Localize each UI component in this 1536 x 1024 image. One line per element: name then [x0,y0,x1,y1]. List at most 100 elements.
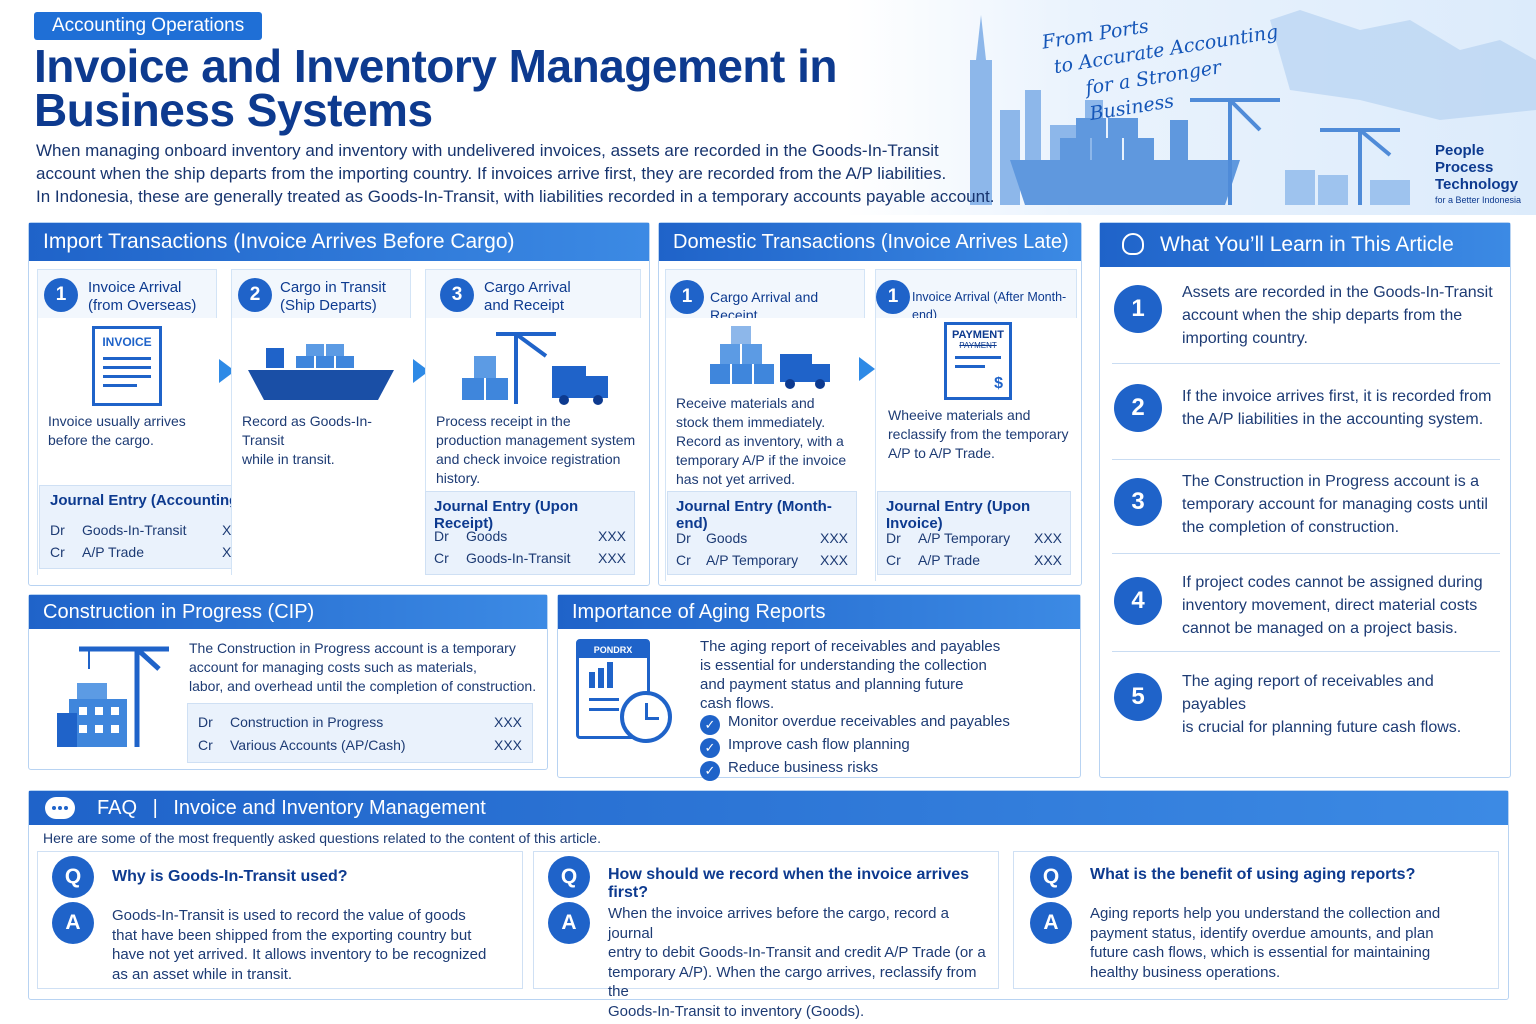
step-number: 2 [238,278,272,312]
step-title: Cargo Arrival and Receipt [484,279,571,315]
learn-line: inventory movement, direct material cost… [1182,597,1478,614]
faq-panel-title: FAQ | Invoice and Inventory Management [29,791,1508,825]
answer-icon: A [52,902,94,944]
je-amount: XXX [494,737,523,753]
answer-line: payment status, identify overdue amounts… [1090,924,1434,942]
cip-panel: Construction in Progress (CIP) The Const… [28,594,548,770]
payment-document-icon: PAYMENT PAYMENT $ [944,322,1012,400]
je-cr: Cr [434,550,449,566]
je-amount: XXX [598,550,627,566]
step-number: 1 [670,280,704,314]
je-account: Goods [466,528,508,544]
divider [1112,651,1500,652]
je-account: Goods-In-Transit [82,522,187,538]
invoice-icon-label: INVOICE [102,335,152,349]
import-panel-title: Import Transactions (Invoice Arrives Bef… [29,223,649,261]
step-number: 3 [440,278,474,312]
answer-line: healthy business operations. [1090,963,1281,981]
journal-entry-title: Journal Entry (Upon Receipt) [434,498,579,532]
desc-line: Receive materials and [676,395,815,411]
chat-bubble-icon [45,797,75,819]
desc-line: Wheeive materials and [888,407,1031,423]
check-text: Improve cash flow planning [728,736,910,753]
divider [1112,553,1500,554]
faq-question: How should we record when the invoice ar… [608,866,969,901]
learn-number: 5 [1114,673,1162,721]
faq-title-separator: | [152,797,158,819]
faq-title-left: FAQ [97,797,138,819]
faq-question: What is the benefit of using aging repor… [1090,866,1416,883]
je-dr: Dr [676,530,691,546]
check-text: Monitor overdue receivables and payables [728,713,1010,730]
step-title: Invoice Arrival (from Overseas) [88,279,196,315]
payment-icon-label: PAYMENT [952,329,1004,341]
cip-panel-title: Construction in Progress (CIP) [29,595,547,629]
faq-answer: Goods-In-Transit is used to record the v… [112,906,522,984]
desc-line: Invoice usually arrives [48,413,186,429]
je-dr: Dr [198,714,213,730]
learn-text: Assets are recorded in the Goods-In-Tran… [1182,281,1502,350]
learn-line: the A/P liabilities in the accounting sy… [1182,411,1484,428]
learn-line: temporary account for managing costs unt… [1182,496,1488,513]
invoice-document-icon: INVOICE [92,326,162,406]
step-number: 1 [876,280,910,314]
step-description: Wheeive materials and reclassify from th… [888,406,1076,463]
cargo-ship-icon [248,344,394,400]
step-title: Cargo in Transit (Ship Departs) [280,279,386,315]
desc-line: while in transit. [242,451,335,467]
cip-journal-entry: Dr Construction in Progress XXX Cr Vario… [187,703,533,763]
step-title-line-1: Invoice Arrival [88,279,182,296]
je-cr: Cr [676,552,691,568]
faq-subtitle: Here are some of the most frequently ask… [43,830,601,846]
learn-line: If project codes cannot be assigned duri… [1182,574,1483,591]
step-number: 1 [44,278,78,312]
check-item: ✓Monitor overdue receivables and payable… [700,712,1070,735]
desc-line: and payment status and planning future [700,676,964,693]
desc-line: production management system [436,432,636,448]
arrow-right-icon [859,357,875,381]
aging-panel-title: Importance of Aging Reports [558,595,1080,629]
step-description: Record as Goods-In-Transit while in tran… [242,412,410,469]
ppt-subtitle: for a Better Indonesia [1435,195,1522,205]
answer-line: Goods-In-Transit to inventory (Goods). [608,1002,865,1020]
je-account: Goods [706,530,748,546]
journal-entry-month-end: Journal Entry (Month-end) Dr Goods XXX C… [667,491,857,575]
je-amount: XXX [820,530,849,546]
intro-line-2: account when the ship departs from the i… [36,164,947,183]
ppt-process: Process [1435,159,1494,176]
desc-line: A/P to A/P Trade. [888,445,995,461]
intro-line-1: When managing onboard inventory and inve… [36,141,939,160]
checkmark-icon: ✓ [700,738,720,758]
learn-line: the completion of construction. [1182,519,1400,536]
cip-description: The Construction in Progress account is … [189,639,539,696]
report-icon-label: PONDRX [579,642,647,658]
learn-number: 3 [1114,478,1162,526]
learn-text: If project codes cannot be assigned duri… [1182,571,1502,640]
je-amount: XXX [494,714,523,730]
step-title-line-1: Cargo Arrival [484,279,571,296]
learn-line: account when the ship departs from the [1182,307,1463,324]
check-item: ✓Reduce business risks [700,758,1070,781]
desc-line: Process receipt in the [436,413,571,429]
desc-line: account for managing costs such as mater… [189,659,477,675]
step-title-line-2: (from Overseas) [88,297,197,314]
question-icon: Q [52,856,94,898]
je-account: Goods-In-Transit [466,550,571,566]
title-line-1: Invoice and Inventory Management in [34,40,838,92]
learn-number: 2 [1114,384,1162,432]
check-item: ✓ Improve cash flow planning [700,735,1070,758]
faq-panel: FAQ | Invoice and Inventory Management H… [28,790,1509,1020]
answer-line: future cash flows, which is essential fo… [1090,944,1431,961]
step-title-line-2: and Receipt [484,297,565,314]
je-cr: Cr [50,544,65,560]
step-description: Invoice usually arrives before the cargo… [48,412,213,450]
aging-description: The aging report of receivables and paya… [700,637,1060,713]
je-dr: Dr [50,522,65,538]
warehouse-crane-truck-icon [462,332,608,405]
learn-line: importing country. [1182,330,1308,347]
step-description: Receive materials and stock them immedia… [676,394,866,489]
step-title-line-1: Cargo in Transit [280,279,386,296]
boxes-truck-icon [710,326,830,389]
answer-line: as an asset while in transit. [112,965,293,983]
construction-crane-building-icon [57,646,169,747]
